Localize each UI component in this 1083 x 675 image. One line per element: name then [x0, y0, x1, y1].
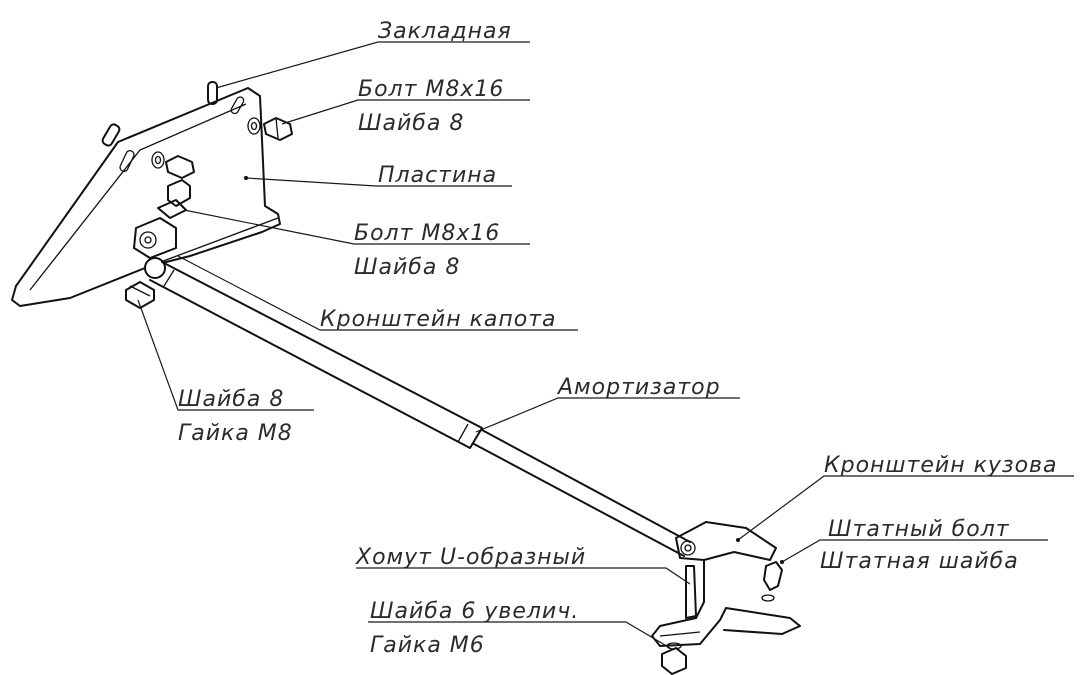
label-washer-8-top: Шайба 8 — [358, 111, 464, 136]
label-washer-8-middle: Шайба 8 — [354, 255, 460, 280]
gas-strut — [144, 257, 691, 557]
label-standard-bolt: Штатный болт — [828, 517, 1010, 542]
hood-bracket — [125, 179, 191, 309]
label-bolt-m8x16-middle: Болт М8х16 — [354, 221, 500, 246]
label-washer-8-bottom: Шайба 8 — [178, 387, 284, 412]
label-body-bracket: Кронштейн кузова — [824, 453, 1058, 478]
hood-plate — [11, 81, 281, 307]
leader-lines — [137, 41, 1074, 649]
label-gas-strut: Амортизатор — [556, 375, 721, 400]
label-bolt-m8x16-top: Болт М8х16 — [358, 77, 504, 102]
label-zakladnaya: Закладная — [378, 19, 512, 44]
label-u-clamp: Хомут U-образный — [355, 545, 586, 570]
label-standard-washer: Штатная шайба — [820, 549, 1019, 574]
bolt-m8-upper — [247, 117, 293, 141]
label-washer-6-enlarged: Шайба 6 увелич. — [370, 599, 579, 624]
bolt-m8-middle — [151, 151, 195, 179]
body-bracket — [651, 521, 801, 675]
label-hood-bracket: Кронштейн капота — [320, 307, 557, 332]
label-plate: Пластина — [378, 163, 497, 188]
label-nut-m6: Гайка М6 — [370, 633, 485, 658]
label-nut-m8: Гайка М8 — [178, 421, 293, 446]
